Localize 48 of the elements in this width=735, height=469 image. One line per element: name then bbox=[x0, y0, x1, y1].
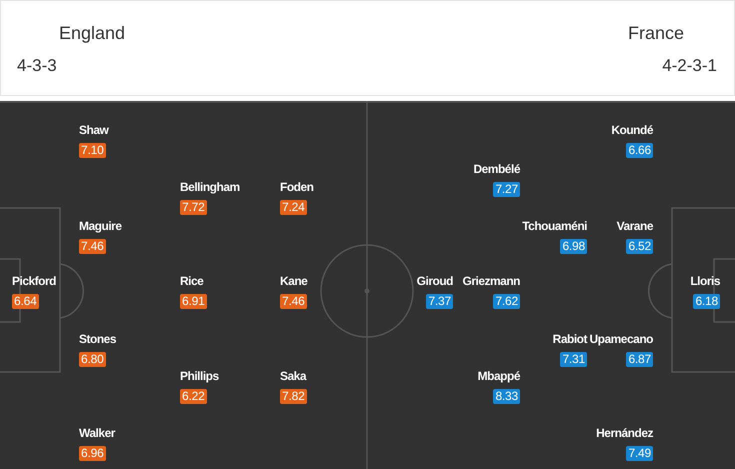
formation: 4-2-3-1 bbox=[662, 56, 717, 76]
player-rating: 7.46 bbox=[79, 239, 106, 254]
player-rating: 6.91 bbox=[180, 294, 207, 309]
player-name: Griezmann bbox=[462, 274, 520, 289]
player-name: Foden bbox=[280, 180, 314, 195]
player-rating: 6.18 bbox=[693, 294, 720, 309]
player-rating: 6.52 bbox=[626, 239, 653, 254]
player-name: Kane bbox=[280, 274, 308, 289]
player-name: Varane bbox=[616, 219, 653, 234]
player-name: Saka bbox=[280, 369, 306, 384]
player-rating: 7.24 bbox=[280, 200, 307, 215]
player-name: Giroud bbox=[416, 274, 453, 289]
player-rating: 7.49 bbox=[626, 446, 653, 461]
player-rating: 7.27 bbox=[493, 182, 520, 197]
player-rating: 6.64 bbox=[12, 294, 39, 309]
player-rating: 6.87 bbox=[626, 352, 653, 367]
player-name: Hernández bbox=[596, 426, 653, 441]
player-rating: 7.62 bbox=[493, 294, 520, 309]
player-name: Pickford bbox=[12, 274, 56, 289]
team-name: France bbox=[628, 23, 684, 43]
team-name: England bbox=[59, 23, 126, 43]
player-rating: 7.10 bbox=[79, 143, 106, 158]
player-rating: 7.46 bbox=[280, 294, 307, 309]
player-rating: 7.31 bbox=[560, 352, 587, 367]
player-name: Tchouaméni bbox=[522, 219, 587, 234]
player-rating: 6.22 bbox=[180, 389, 207, 404]
player-name: Walker bbox=[79, 426, 115, 441]
player-name: Shaw bbox=[79, 123, 108, 138]
player-rating: 6.98 bbox=[560, 239, 587, 254]
player-rating: 6.96 bbox=[79, 446, 106, 461]
player-name: Bellingham bbox=[180, 180, 240, 195]
player-rating: 6.66 bbox=[626, 143, 653, 158]
player-rating: 7.82 bbox=[280, 389, 307, 404]
player-rating: 7.37 bbox=[426, 294, 453, 309]
player-rating: 8.33 bbox=[493, 389, 520, 404]
player-name: Maguire bbox=[79, 219, 122, 234]
player-name: Dembélé bbox=[473, 162, 520, 177]
player-rating: 6.80 bbox=[79, 352, 106, 367]
player-name: Upamecano bbox=[589, 332, 653, 347]
player-name: Koundé bbox=[611, 123, 653, 138]
player-name: Lloris bbox=[690, 274, 720, 289]
player-name: Stones bbox=[79, 332, 116, 347]
player-name: Rabiot bbox=[552, 332, 587, 347]
player-rating: 7.72 bbox=[180, 200, 207, 215]
player-name: Phillips bbox=[180, 369, 219, 384]
player-name: Rice bbox=[180, 274, 204, 289]
formation: 4-3-3 bbox=[17, 56, 57, 76]
player-name: Mbappé bbox=[478, 369, 520, 384]
